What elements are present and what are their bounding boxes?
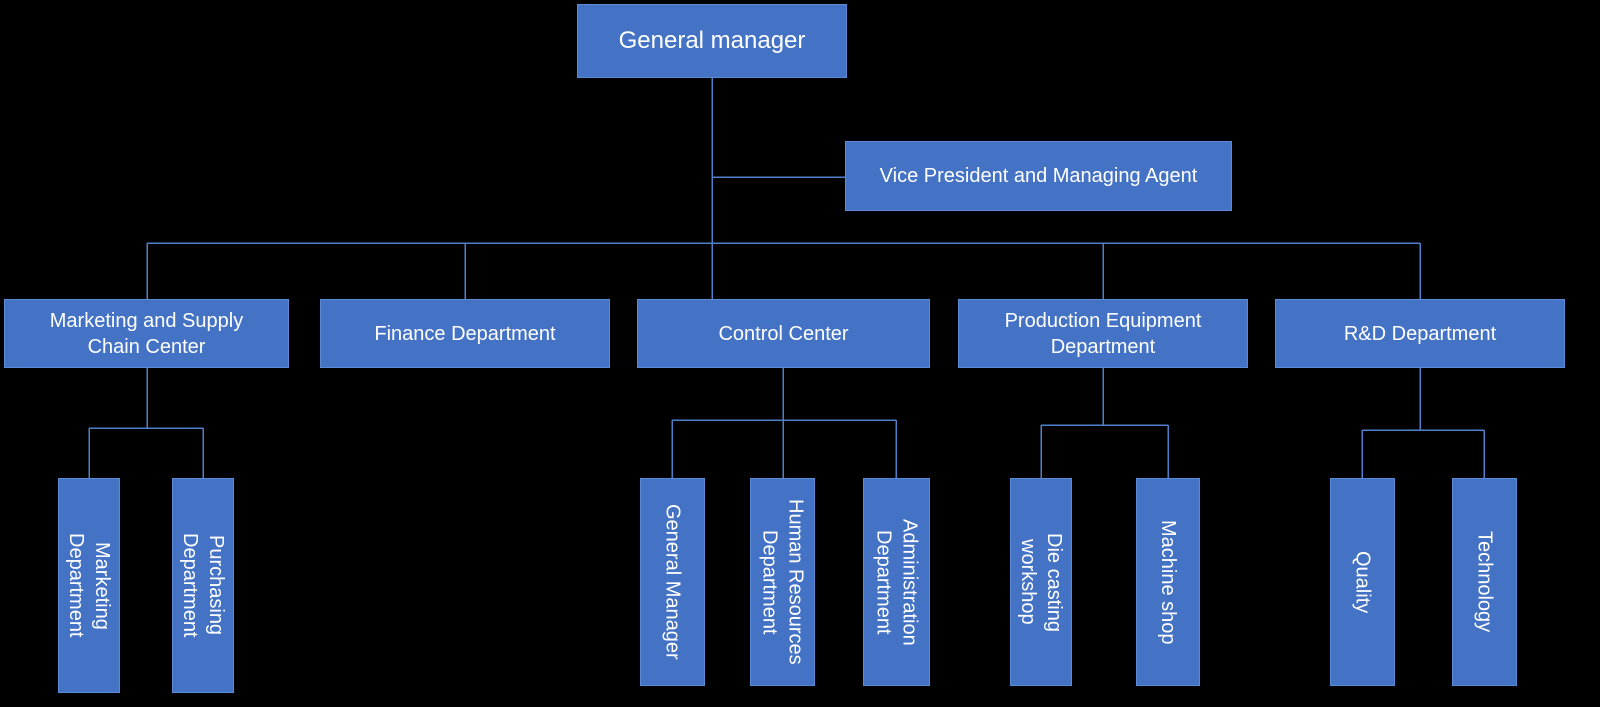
node-vice-president: Vice President and Managing Agent bbox=[845, 141, 1232, 211]
node-marketing-supply-chain-center: Marketing and Supply Chain Center bbox=[4, 299, 289, 368]
node-rd-department: R&D Department bbox=[1275, 299, 1565, 368]
node-human-resources-department: Human Resources Department bbox=[750, 478, 815, 686]
node-machine-shop: Machine shop bbox=[1136, 478, 1200, 686]
node-administration-department: Administration Department bbox=[863, 478, 930, 686]
node-control-center: Control Center bbox=[637, 299, 930, 368]
node-technology: Technology bbox=[1452, 478, 1517, 686]
node-finance-department: Finance Department bbox=[320, 299, 610, 368]
node-production-equipment-department: Production Equipment Department bbox=[958, 299, 1248, 368]
node-quality: Quality bbox=[1330, 478, 1395, 686]
node-general-manager-sub: General Manager bbox=[640, 478, 705, 686]
node-die-casting-workshop: Die casting workshop bbox=[1010, 478, 1072, 686]
node-marketing-department: Marketing Department bbox=[58, 478, 120, 693]
node-general-manager: General manager bbox=[577, 4, 847, 78]
node-purchasing-department: Purchasing Department bbox=[172, 478, 234, 693]
